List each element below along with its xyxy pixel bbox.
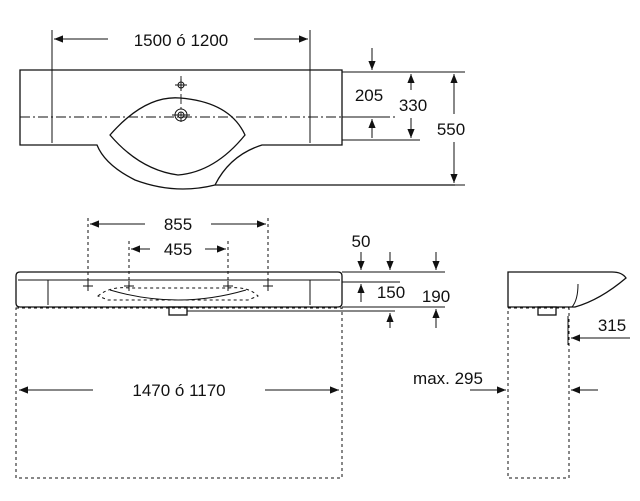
countertop-outline (19, 69, 343, 190)
tap-hole-icon (175, 79, 187, 91)
cabinet-outline (15, 307, 343, 479)
hidden-bowl (97, 287, 259, 301)
max-295-label: max. 295 (413, 369, 483, 388)
countertop-front (15, 271, 343, 308)
side-cabinet-outline (507, 307, 570, 479)
cabinet-width-label: 1470 ó 1170 (132, 381, 225, 400)
height-50-label: 50 (352, 232, 371, 251)
top-view: 1500 ó 1200 205 (19, 30, 465, 190)
depth-315-label: 315 (598, 316, 626, 335)
height-150-label: 150 (377, 283, 405, 302)
depth-330-label: 330 (399, 96, 427, 115)
spacing-855-label: 855 (164, 215, 192, 234)
front-view: 855 455 1470 ó 1170 (15, 215, 450, 479)
spacing-455-label: 455 (164, 240, 192, 259)
profile-inner-curve (571, 283, 579, 308)
depth-205-label: 205 (355, 86, 383, 105)
bowl-curve (109, 289, 247, 301)
tap-icon-2 (124, 281, 134, 291)
side-view: 315 max. 295 (413, 271, 630, 479)
basin-profile (507, 271, 627, 308)
depth-550-label: 550 (437, 120, 465, 139)
tap-icon-3 (223, 281, 233, 291)
side-drain (537, 306, 557, 316)
tap-icon-4 (263, 281, 273, 291)
drain-hole-icon (172, 108, 190, 122)
tap-icon-1 (83, 281, 93, 291)
basin-bowl (109, 97, 246, 176)
width-label: 1500 ó 1200 (134, 31, 229, 50)
height-190-label: 190 (422, 287, 450, 306)
